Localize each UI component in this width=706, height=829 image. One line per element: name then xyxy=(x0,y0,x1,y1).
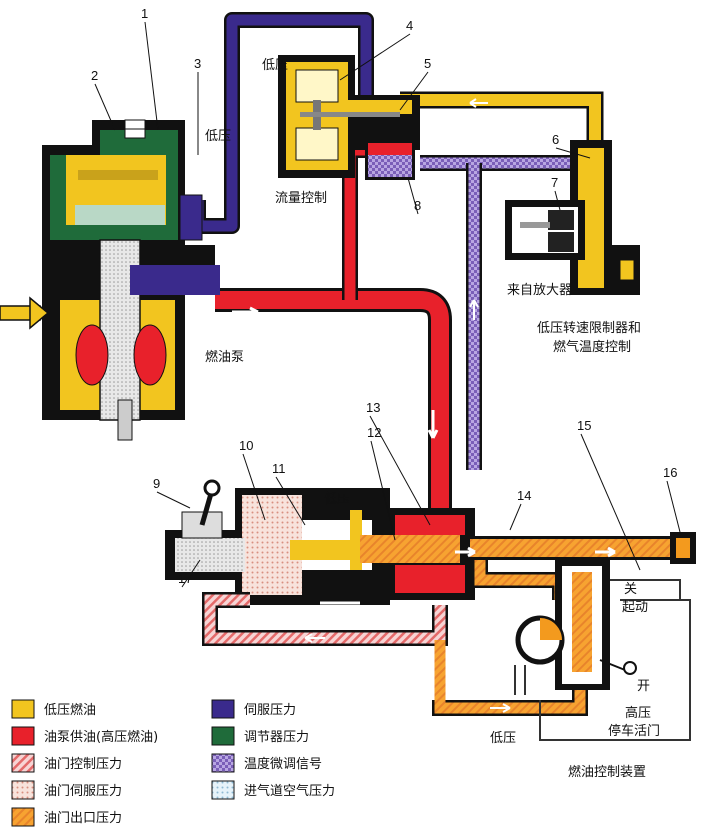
callout-leader xyxy=(275,476,306,526)
callout-number: 6 xyxy=(552,132,559,147)
legend-label: 伺服压力 xyxy=(244,703,296,718)
label-low-pressure-pump: 低压 xyxy=(205,129,231,144)
callout-number: 2 xyxy=(91,68,98,83)
callout-leader xyxy=(156,491,191,509)
callout-leader xyxy=(399,71,429,111)
label-hp-line1: 高压 xyxy=(625,705,651,721)
callout-leader xyxy=(580,433,641,571)
legend-label: 油泵供油(高压燃油) xyxy=(44,729,158,745)
callout-number: 10 xyxy=(239,438,253,453)
label-flow-control: 流量控制 xyxy=(275,191,327,206)
callout-leader xyxy=(509,503,522,531)
callout-number: 9 xyxy=(153,476,160,491)
callout-leader xyxy=(181,559,201,588)
flow-control-unit xyxy=(278,55,420,180)
legend-swatch xyxy=(211,780,235,800)
label-off: 关 xyxy=(624,582,637,597)
callout-leader xyxy=(554,190,561,211)
callout-leader xyxy=(369,415,431,526)
callout-number: 14 xyxy=(517,488,531,503)
legend-label: 油门伺服压力 xyxy=(44,784,122,799)
legend-label: 调节器压力 xyxy=(244,730,309,745)
callout-leader xyxy=(370,440,396,541)
label-limiter-line1: 低压转速限制器和 xyxy=(537,321,641,336)
callout-number: 3 xyxy=(194,56,201,71)
legend-label: 油门控制压力 xyxy=(44,757,122,772)
legend-swatch xyxy=(211,726,235,746)
label-low-pressure-top: 低压 xyxy=(262,58,288,73)
callout-leader xyxy=(555,147,591,159)
callout-leader xyxy=(339,33,411,81)
callout-number: 12 xyxy=(367,425,381,440)
callout-leader xyxy=(94,83,116,131)
label-fuel-pump: 燃油泵 xyxy=(205,349,244,365)
callout-number: 16 xyxy=(663,465,677,480)
label-open: 开 xyxy=(637,679,650,694)
legend-label: 温度微调信号 xyxy=(244,756,322,772)
fuel-outlet-nozzle xyxy=(670,532,696,564)
legend-swatch xyxy=(211,699,235,719)
legend-swatch xyxy=(211,753,235,773)
label-start: 起动 xyxy=(622,600,648,615)
temperature-trim-pipe xyxy=(420,155,588,470)
legend-label: 油门出口压力 xyxy=(44,811,122,826)
throttle-control-return xyxy=(202,592,448,646)
fuel-pump-assembly xyxy=(42,119,220,441)
callout-number: 4 xyxy=(406,18,413,33)
callout-leader xyxy=(242,453,266,521)
label-low-pressure-bottom: 低压 xyxy=(490,731,516,746)
callout-number: 13 xyxy=(366,400,380,415)
pump-supply-pipe xyxy=(215,142,452,520)
callout-leader xyxy=(144,21,159,131)
legend-swatch xyxy=(11,699,35,719)
fuel-inlet-arrow xyxy=(0,296,50,330)
callout-number: 15 xyxy=(577,418,591,433)
hp-shutoff-valve xyxy=(515,560,637,690)
label-from-amplifier: 来自放大器 xyxy=(507,283,572,298)
callout-leader xyxy=(407,177,419,215)
label-hp-line2: 停车活门 xyxy=(608,723,660,739)
legend-swatch xyxy=(11,807,35,827)
callout-number: 5 xyxy=(424,56,431,71)
legend-swatch xyxy=(11,780,35,800)
legend-swatch xyxy=(11,726,35,746)
callout-number: 17 xyxy=(178,571,192,586)
speed-limiter-unit xyxy=(505,140,640,295)
callout-leader xyxy=(666,480,681,533)
callout-number: 8 xyxy=(414,198,421,213)
throttle-lever xyxy=(181,479,223,539)
legend-label: 进气道空气压力 xyxy=(244,783,335,799)
callout-number: 1 xyxy=(141,6,148,21)
legend-label: 低压燃油 xyxy=(44,702,96,718)
throttle-valve-body xyxy=(165,488,475,605)
label-limiter-line2: 燃气温度控制 xyxy=(553,339,631,355)
label-fuel-control: 燃油控制装置 xyxy=(568,764,646,780)
low-pressure-drain-lines xyxy=(514,579,691,741)
callout-number: 11 xyxy=(272,461,286,476)
legend-swatch xyxy=(11,753,35,773)
label-low-pressure-valve: 低压 xyxy=(324,492,350,507)
callout-number: 7 xyxy=(551,175,558,190)
